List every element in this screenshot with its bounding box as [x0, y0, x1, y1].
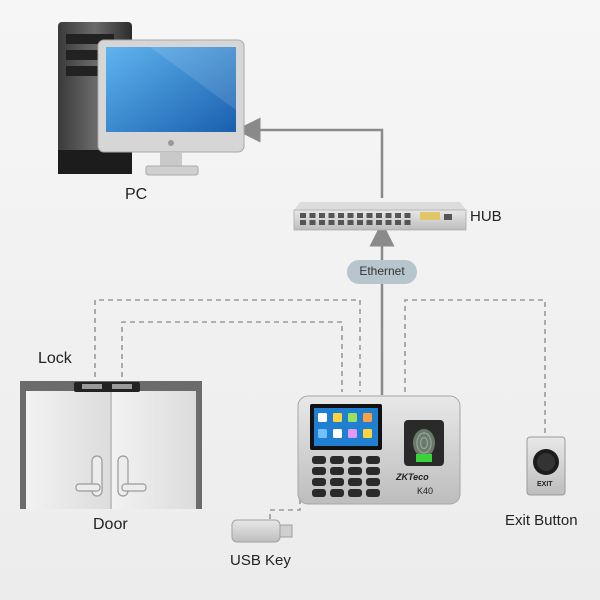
ethernet-tag — [347, 260, 417, 284]
screen-menu-icon — [318, 429, 327, 438]
screen-menu-icon — [333, 429, 342, 438]
hub-port — [347, 213, 354, 218]
hub-port — [338, 220, 344, 225]
screen-menu-icon — [363, 413, 372, 422]
keypad-key — [348, 478, 362, 486]
hub-port — [319, 220, 325, 225]
hub-port — [328, 220, 335, 225]
hub-port — [328, 213, 335, 218]
exit-button-icon — [526, 436, 566, 496]
lock-label: Lock — [38, 350, 72, 367]
door-label: Door — [93, 516, 128, 533]
hub-port — [404, 220, 411, 225]
screen-menu-icon — [333, 413, 342, 422]
screen-menu-icon — [318, 413, 327, 422]
keypad-key — [348, 456, 362, 464]
hub-port — [357, 213, 363, 218]
hub-port — [300, 220, 306, 225]
hub-port — [395, 220, 401, 225]
hub-port — [366, 220, 373, 225]
keypad-key — [366, 478, 380, 486]
network-switch-icon — [293, 202, 467, 231]
keypad-key — [366, 467, 380, 475]
usb-key-label: USB Key — [230, 552, 291, 569]
hub-port — [395, 213, 401, 218]
hub-port — [300, 213, 306, 218]
device-brand: ZKTeco — [396, 472, 429, 482]
keypad-key — [312, 489, 326, 497]
keypad-key — [366, 489, 380, 497]
lock-icon — [74, 382, 140, 392]
pc-label: PC — [125, 186, 148, 203]
usb-key-icon — [231, 519, 293, 543]
keypad-key — [330, 489, 344, 497]
hub-port — [338, 213, 344, 218]
keypad-key — [312, 478, 326, 486]
hub-port — [376, 220, 382, 225]
monitor-icon — [97, 39, 245, 176]
door-handles — [75, 455, 147, 497]
keypad-key — [312, 467, 326, 475]
exit-button-text: EXIT — [537, 481, 553, 488]
keypad-key — [348, 467, 362, 475]
hub-port — [385, 220, 392, 225]
door-icon — [20, 381, 202, 509]
hub-port — [385, 213, 392, 218]
keypad-key — [348, 489, 362, 497]
screen-menu-icon — [348, 413, 357, 422]
ethernet-label: Ethernet — [359, 264, 405, 278]
exit-button-label: Exit Button — [505, 512, 578, 529]
hub-port — [357, 220, 363, 225]
keypad-key — [312, 456, 326, 464]
hub-port — [309, 220, 316, 225]
screen-menu-icon — [363, 429, 372, 438]
hub-port — [347, 220, 354, 225]
hub-port — [366, 213, 373, 218]
hub-port — [376, 213, 382, 218]
fingerprint-sensor-icon — [404, 420, 444, 466]
device-model: K40 — [417, 486, 434, 496]
hub-port — [309, 213, 316, 218]
screen-menu-icon — [348, 429, 357, 438]
keypad-key — [330, 456, 344, 464]
hub-port — [404, 213, 411, 218]
keypad-key — [366, 456, 380, 464]
hub-port — [319, 213, 325, 218]
keypad-key — [330, 467, 344, 475]
hub-label: HUB — [470, 208, 502, 225]
keypad-key — [330, 478, 344, 486]
